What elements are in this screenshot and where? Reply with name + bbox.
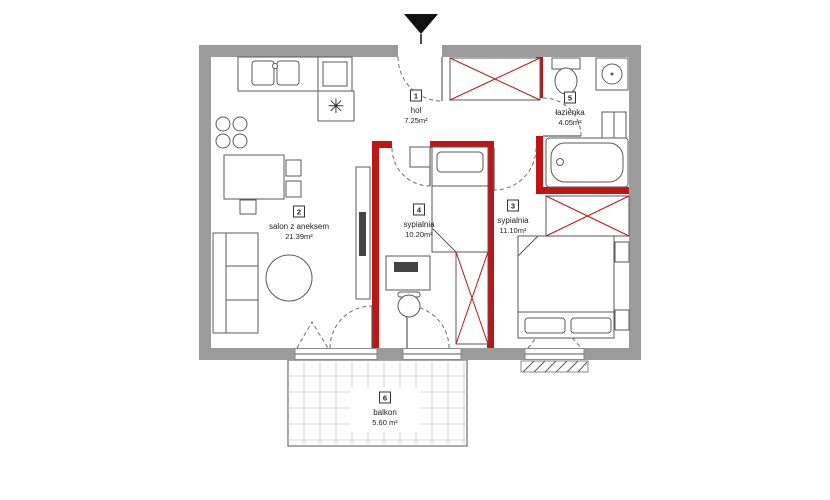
hob-asterisk-icon: ✳ — [328, 96, 345, 118]
chair — [285, 159, 302, 177]
desk — [385, 255, 431, 291]
hallway-wardrobe — [449, 57, 541, 101]
entrance-arrow-icon — [404, 14, 438, 44]
wall-bottom-1 — [199, 348, 295, 360]
oven-inner — [322, 61, 348, 87]
nightstand — [614, 241, 630, 263]
bathtub — [545, 137, 629, 188]
exterior-walls — [199, 45, 641, 360]
bathroom-door — [542, 97, 582, 137]
red-wall-bathroom-bottom — [536, 187, 629, 194]
wall-top-right — [442, 45, 641, 57]
room-number: 4 — [417, 206, 422, 215]
balcony-door-salon — [329, 305, 373, 349]
chair — [239, 199, 257, 215]
window-sill-hatch — [520, 360, 589, 373]
room-number: 5 — [568, 94, 572, 103]
room-number: 1 — [414, 92, 418, 101]
desk-chair — [397, 294, 421, 318]
room-area: 4.05m² — [558, 118, 582, 127]
nightstand — [409, 146, 431, 168]
red-wall-bathroom-lower — [536, 136, 543, 194]
room-label-sypialnia-3: 3 sypialnia 11.10m² — [497, 199, 529, 235]
dining-table — [223, 154, 285, 200]
room-label-sypialnia-4: 4 sypialnia 10.20m² — [403, 203, 435, 239]
room-area: 5.60 m² — [372, 418, 398, 427]
sink-basin — [251, 60, 275, 86]
room-name: balkon — [373, 408, 397, 417]
room-label-balkon: 6 balkon 5.60 m² — [372, 391, 398, 427]
room-labels: 1 hol 7.25m² 2 salon z aneksem 21.39m² 3… — [269, 89, 585, 427]
balcony — [287, 359, 468, 447]
room-area: 7.25m² — [404, 116, 428, 125]
toilet-cistern — [551, 57, 581, 70]
windows — [294, 348, 589, 373]
kitchen: ✳ — [215, 56, 355, 149]
wardrobe-cross-icon — [545, 195, 630, 237]
room-area: 10.20m² — [405, 230, 433, 239]
monitor — [394, 262, 418, 272]
sink-tap — [272, 63, 278, 69]
bathroom-fixtures — [545, 57, 629, 188]
pillow — [436, 151, 484, 173]
room-area: 21.39m² — [285, 232, 313, 241]
wall-bottom-2 — [377, 348, 403, 360]
sofa — [212, 232, 259, 334]
room-number: 6 — [383, 394, 387, 403]
dining-set — [223, 154, 302, 215]
pillow — [570, 317, 612, 334]
tv — [359, 212, 366, 256]
coffee-table — [265, 254, 313, 302]
hob-burners — [215, 116, 248, 149]
room-number: 3 — [511, 202, 515, 211]
red-wall-salon-bedroom4 — [372, 141, 379, 348]
nightstand — [614, 309, 630, 331]
room-number: 2 — [297, 208, 301, 217]
room-label-hol: 1 hol 7.25m² — [404, 89, 428, 125]
wardrobe-cross-icon — [455, 251, 489, 345]
entrance-door — [397, 56, 443, 102]
wardrobe-crossed — [545, 195, 630, 237]
pillow — [524, 317, 566, 334]
room-name: łazienka — [555, 108, 585, 117]
red-wall-hol-bedrooms — [430, 141, 494, 148]
wall-right — [629, 45, 641, 360]
bedroom3-furniture — [517, 195, 630, 339]
room-label-salon: 2 salon z aneksem 21.39m² — [269, 205, 329, 241]
bedroom3-door — [493, 147, 537, 191]
wall-top-left — [199, 45, 398, 57]
wall-bottom-3 — [461, 348, 525, 360]
oven — [317, 56, 353, 92]
bathtub-tap — [556, 158, 564, 166]
red-wall-hol-stub — [372, 141, 392, 148]
window-opening-symbol — [296, 321, 329, 349]
wall-left — [199, 45, 211, 360]
wall-bottom-4 — [584, 348, 641, 360]
bedroom4-furniture — [385, 146, 489, 345]
red-wall-bedroom4-bedroom3 — [487, 141, 494, 348]
wardrobe-cross-icon — [449, 57, 541, 101]
room-name: sypialnia — [497, 216, 529, 225]
room-label-lazienka: 5 łazienka 4.05m² — [555, 91, 585, 127]
washing-machine-drum — [601, 63, 623, 85]
chair — [285, 180, 302, 198]
toilet-bowl — [554, 67, 578, 95]
room-name: sypialnia — [403, 220, 435, 229]
room-name: hol — [411, 106, 422, 115]
sink-basin — [276, 60, 300, 86]
fridge — [317, 90, 355, 122]
room-name: salon z aneksem — [269, 222, 329, 231]
tv-unit — [355, 166, 371, 300]
room-area: 11.10m² — [500, 226, 527, 235]
wardrobe-crossed — [455, 251, 489, 345]
